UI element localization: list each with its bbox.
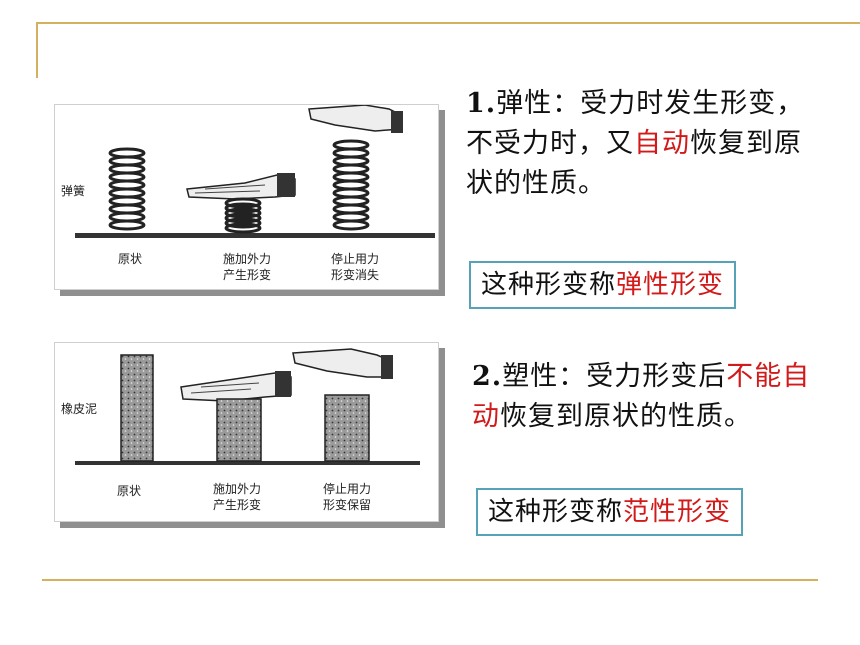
- spring-original: [108, 147, 146, 231]
- spring-compressed: [224, 197, 262, 234]
- elasticity-definition: 1.弹性：受力时发生形变，不受力时，又自动恢复到原状的性质。: [466, 88, 805, 199]
- caption-original-2: 原状: [116, 484, 141, 498]
- highlight-not-auto: 不能自动: [472, 361, 811, 432]
- hand-pressing-plasticine: [180, 371, 292, 402]
- plasticine-side-label: 橡皮泥: [61, 402, 98, 416]
- elastic-deformation-box: 这种形变称弹性形变: [469, 261, 737, 309]
- spring-figure: 弹簧 原状 施加外力 产生形变 停止用力 形变消失: [54, 104, 439, 290]
- caption-stop-force: 停止用力 形变消失: [330, 252, 379, 282]
- left-decor-line: [36, 22, 38, 78]
- plasticity-definition: 2.塑性：受力形变后不能自动恢复到原状的性质。: [472, 361, 811, 432]
- highlight-auto: 自动: [634, 128, 690, 159]
- plasticine-original: [120, 354, 154, 462]
- caption-apply-force-2: 施加外力 产生形变: [212, 482, 261, 512]
- spring-side-label: 弹簧: [61, 184, 86, 198]
- top-decor-line: [36, 22, 860, 24]
- spring-restored: [332, 139, 370, 231]
- plasticine-compressed: [216, 398, 262, 462]
- plasticine-figure: 橡皮泥 原状 施加外力 产生形变 停止用力 形变保留: [54, 342, 439, 522]
- caption-stop-force-2: 停止用力 形变保留: [322, 482, 371, 512]
- plastic-deformation-box: 这种形变称范性形变: [476, 488, 744, 536]
- bottom-decor-line: [42, 579, 818, 581]
- spring-illustration: [75, 105, 435, 238]
- plasticine-retained: [324, 394, 370, 462]
- hand-lifted-spring: [308, 105, 403, 133]
- caption-apply-force: 施加外力 产生形变: [222, 252, 271, 282]
- hand-lifted-plasticine: [292, 348, 393, 379]
- hand-pressing-spring: [186, 173, 296, 200]
- plasticine-illustration: [75, 348, 420, 465]
- caption-original: 原状: [117, 252, 142, 266]
